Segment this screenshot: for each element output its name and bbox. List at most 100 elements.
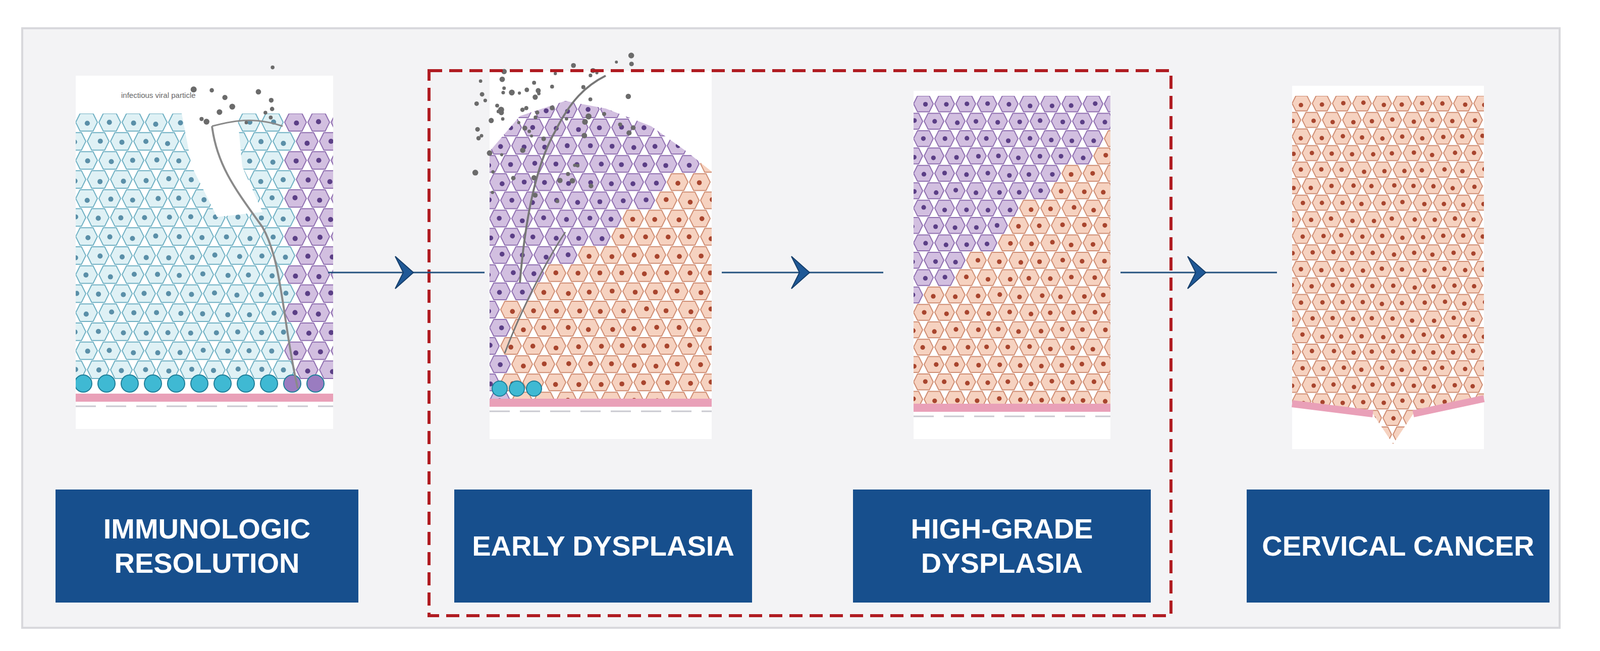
nucleus <box>1460 431 1466 437</box>
nucleus <box>1409 318 1415 324</box>
nucleus <box>1007 241 1013 246</box>
nucleus <box>1058 153 1064 159</box>
nucleus <box>509 233 515 239</box>
nucleus <box>1472 184 1477 190</box>
nucleus <box>1451 315 1457 321</box>
cell <box>589 119 611 136</box>
nucleus <box>317 234 323 240</box>
cell <box>955 165 976 182</box>
nucleus <box>1048 206 1053 211</box>
cell <box>667 173 688 191</box>
cell <box>1463 278 1483 294</box>
cell <box>534 100 555 118</box>
cell <box>633 228 655 246</box>
cell <box>110 208 133 227</box>
nucleus <box>1429 118 1435 123</box>
cell <box>945 287 966 303</box>
nucleus <box>166 368 172 374</box>
nucleus <box>95 329 101 335</box>
cell <box>1433 195 1453 211</box>
cell <box>689 173 711 191</box>
cell <box>556 100 577 118</box>
cell <box>168 151 191 170</box>
nucleus <box>1350 449 1355 455</box>
cell <box>1008 356 1029 373</box>
figure-ground <box>489 70 712 440</box>
nucleus <box>280 140 286 146</box>
nucleus <box>1400 134 1405 139</box>
nucleus <box>1400 398 1405 403</box>
cell <box>122 303 144 322</box>
nucleus <box>1331 382 1337 388</box>
cell <box>1040 200 1061 217</box>
nucleus <box>130 157 136 164</box>
cell <box>1413 360 1432 377</box>
virus-particles <box>190 52 636 203</box>
nucleus <box>664 270 670 276</box>
cell <box>1302 278 1321 294</box>
nucleus <box>176 234 182 240</box>
nucleus <box>698 253 704 259</box>
nucleus <box>258 330 264 336</box>
cell <box>98 189 121 208</box>
dashed-bracket <box>429 70 1171 616</box>
cell <box>1463 310 1483 327</box>
cell <box>1332 162 1352 178</box>
nucleus <box>585 327 592 333</box>
nucleus <box>913 328 916 334</box>
nucleus <box>199 235 205 241</box>
virus-particle <box>517 91 521 95</box>
nucleus <box>686 234 692 240</box>
cell <box>1372 129 1392 145</box>
cell <box>611 374 633 391</box>
cell <box>1362 443 1382 459</box>
nucleus <box>83 311 89 317</box>
cell <box>987 147 1008 164</box>
nucleus <box>166 176 172 182</box>
nucleus <box>609 288 615 294</box>
nucleus <box>566 361 572 367</box>
nucleus <box>120 330 126 336</box>
cell <box>1362 377 1382 393</box>
cell <box>307 189 330 208</box>
cell <box>633 191 655 209</box>
cell <box>1433 95 1453 112</box>
cell <box>678 155 700 173</box>
virus-particle <box>472 169 479 176</box>
cell <box>75 342 98 360</box>
basal-cell <box>260 375 278 393</box>
nucleus <box>973 190 979 195</box>
cell <box>1473 129 1493 145</box>
nucleus <box>1028 381 1034 387</box>
cell <box>945 217 966 234</box>
cell <box>545 191 566 209</box>
cell <box>1322 344 1342 360</box>
virus-particle <box>495 103 500 108</box>
cell <box>478 155 500 173</box>
nucleus <box>246 348 252 354</box>
cell <box>238 342 260 360</box>
nucleus <box>1421 332 1426 338</box>
nucleus <box>1359 201 1364 207</box>
virus-particle <box>555 199 560 204</box>
nucleus <box>1070 345 1076 351</box>
nucleus <box>1481 267 1486 272</box>
nucleus <box>1421 433 1426 439</box>
cell <box>1104 374 1111 390</box>
nucleus <box>1381 102 1386 108</box>
nucleus <box>985 170 990 176</box>
virus-particle <box>581 119 588 125</box>
cell <box>1093 147 1111 164</box>
nucleus <box>1090 242 1096 247</box>
cell <box>700 374 722 391</box>
cell <box>556 209 577 227</box>
cell <box>156 132 179 151</box>
nucleus <box>1411 349 1416 355</box>
nucleus <box>953 154 959 160</box>
nucleus <box>708 270 714 276</box>
nucleus <box>1422 300 1427 305</box>
cell <box>1051 252 1072 269</box>
cell <box>319 284 334 303</box>
virus-particle <box>499 76 506 83</box>
cell <box>1282 112 1301 128</box>
